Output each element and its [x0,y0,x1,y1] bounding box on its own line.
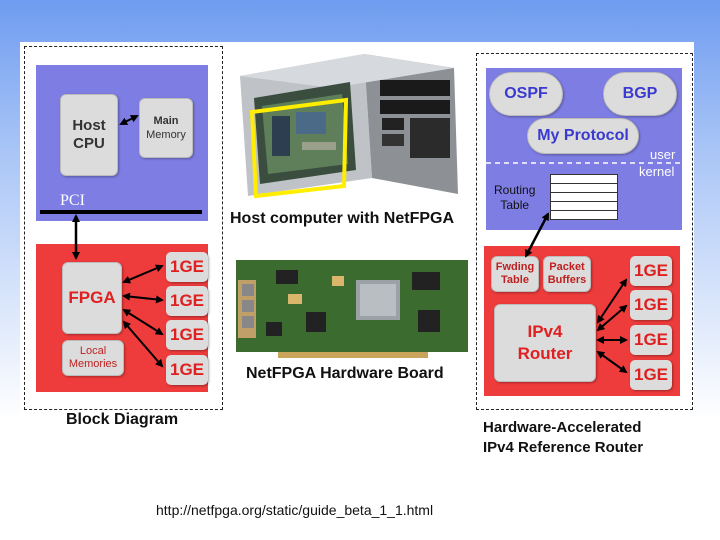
fpga-port2-arrow [122,292,164,304]
router-port4-arrow [596,350,628,374]
board-caption: NetFPGA Hardware Board [246,365,444,382]
host-computer-photo [240,54,458,199]
source-url[interactable]: http://netfpga.org/static/guide_beta_1_1… [156,502,434,518]
packet-buffers-box: Packet Buffers [543,256,591,292]
fwding-table-box: Fwding Table [491,256,539,292]
router-port1-arrow [596,278,628,324]
kernel-label: kernel [639,164,675,179]
fpga-port3-arrow [122,308,164,336]
netfpga-board-photo [236,260,468,358]
left-port-2: 1GE [166,286,208,316]
host-cpu-box: Host CPU [60,94,118,176]
left-port-4: 1GE [166,355,208,385]
reference-router-frame [476,53,693,410]
routing-fwding-arrow [524,212,550,258]
block-diagram-caption: Block Diagram [66,411,179,428]
host-computer-caption: Host computer with NetFPGA [230,210,455,227]
left-port-3: 1GE [166,320,208,350]
routing-table-label: Routing Table [494,183,536,212]
fpga-box: FPGA [62,262,122,334]
pci-label: PCI [60,192,85,209]
fpga-port1-arrow [122,264,164,284]
router-caption-line2: IPv4 Reference Router [483,439,644,456]
main-memory-title: Main [153,115,179,127]
ospf-protocol: OSPF [489,72,563,116]
main-memory-box: Main Memory [139,98,193,158]
block-diagram-frame [24,46,223,410]
routing-table-grid [550,174,618,220]
right-port-1: 1GE [630,256,672,286]
right-port-2: 1GE [630,290,672,320]
user-label: user [650,147,676,162]
ipv4-router-box: IPv4 Router [494,304,596,382]
local-memories-box: Local Memories [62,340,124,376]
main-memory-subtitle: Memory [146,129,186,141]
left-port-1: 1GE [166,252,208,282]
my-protocol: My Protocol [527,118,639,154]
router-caption-line1: Hardware-Accelerated [483,419,642,436]
fpga-port4-arrow [122,320,164,368]
right-port-4: 1GE [630,360,672,390]
cpu-memory-arrow [119,115,139,125]
router-port2-arrow [596,304,628,332]
right-port-3: 1GE [630,325,672,355]
bgp-protocol: BGP [603,72,677,116]
